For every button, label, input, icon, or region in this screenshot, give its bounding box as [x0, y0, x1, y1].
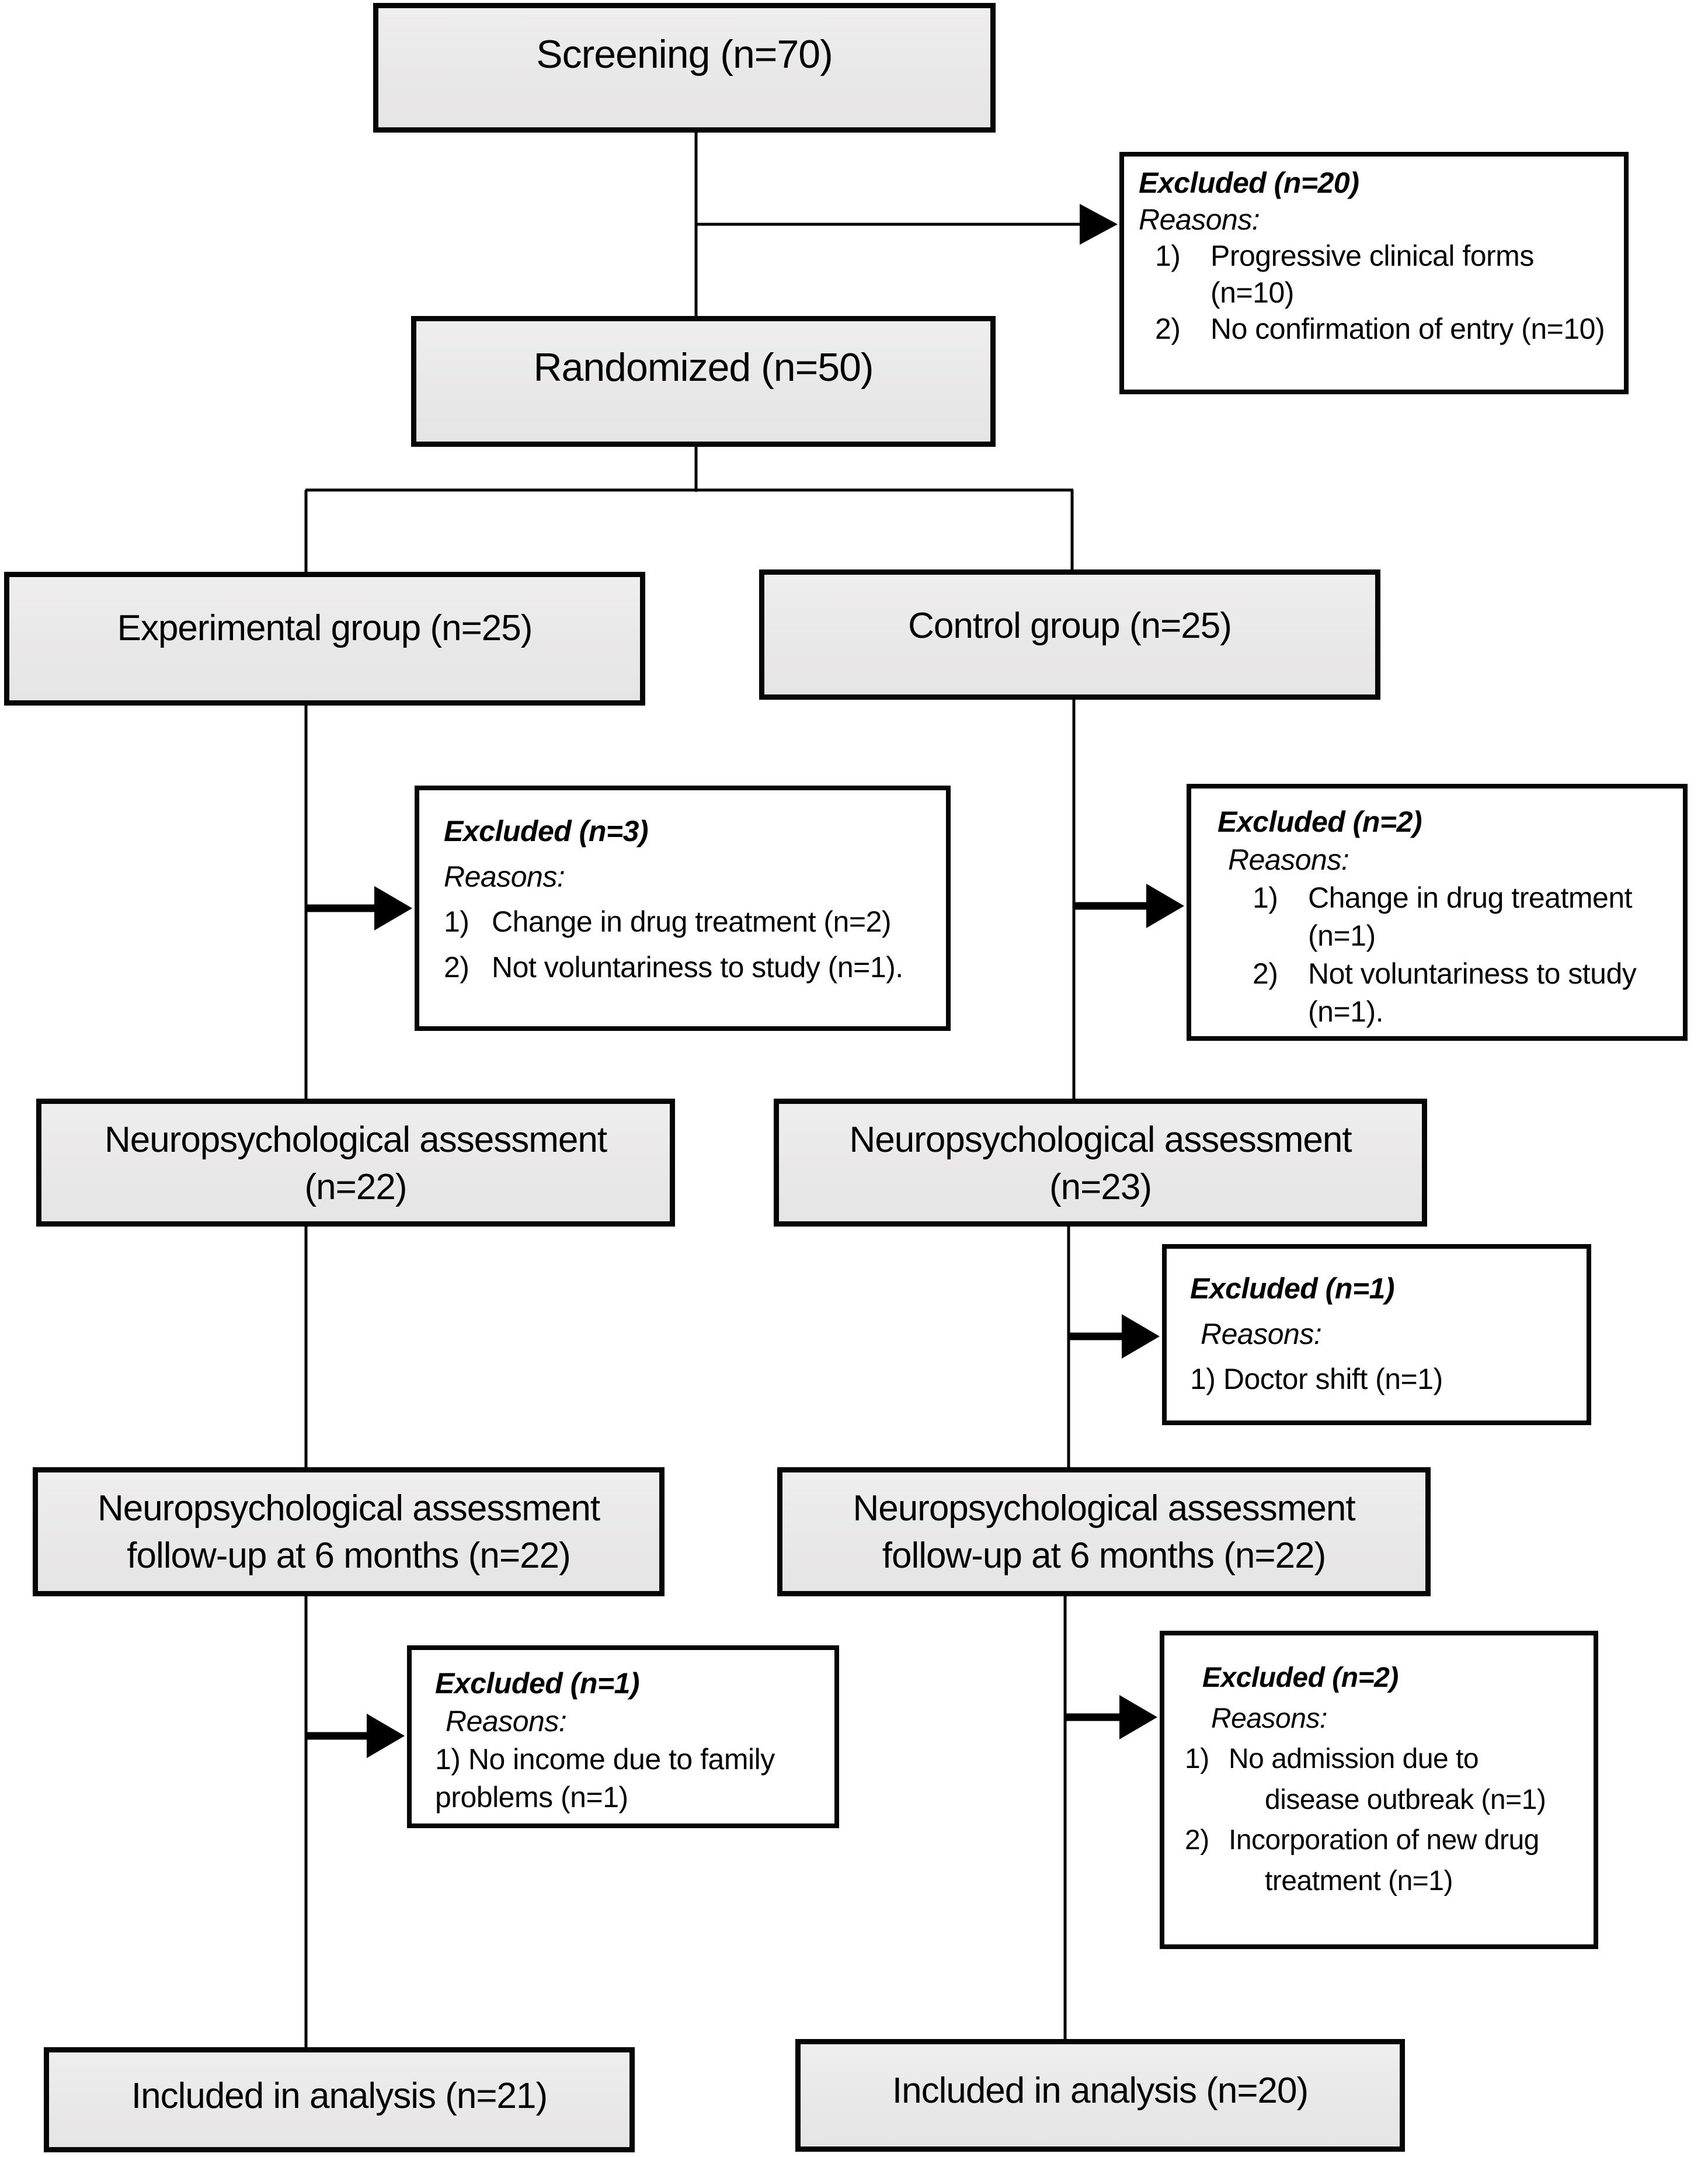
followup-exp-line2: follow-up at 6 months (n=22) [127, 1535, 571, 1576]
excluded-doctor-box: Excluded (n=1) Reasons: 1) Doctor shift … [1162, 1244, 1591, 1425]
item-text: Not voluntariness to study (n=1). [1308, 957, 1637, 1028]
neuro-assessment-exp-line1: Neuropsychological assessment [104, 1120, 607, 1160]
control-group-label: Control group (n=25) [908, 606, 1232, 646]
excluded-doctor-title: Excluded (n=1) [1190, 1272, 1395, 1305]
arrowhead-excluded-family [367, 1714, 405, 1758]
excluded-experimental-title: Excluded (n=3) [444, 815, 649, 847]
excluded-control-box: Excluded (n=2) Reasons: 1) Change in dru… [1187, 784, 1688, 1041]
included-analysis-exp-box: Included in analysis (n=21) [44, 2047, 635, 2152]
excluded-screening-box: Excluded (n=20) Reasons: 1) Progressive … [1119, 152, 1629, 394]
item-text-line1: No admission due to [1229, 1743, 1479, 1775]
screening-label: Screening (n=70) [536, 32, 833, 77]
excluded-doctor-reasons: Reasons: [1201, 1317, 1322, 1350]
excluded-screening-reasons: Reasons: [1139, 203, 1260, 236]
screening-box: Screening (n=70) [373, 3, 996, 133]
randomized-box: Randomized (n=50) [411, 316, 996, 447]
item-number: 1) [1155, 239, 1181, 272]
excluded-bottom-reasons: Reasons: [1211, 1703, 1327, 1734]
excluded-bottom-title: Excluded (n=2) [1202, 1662, 1399, 1693]
excluded-experimental-reasons: Reasons: [444, 860, 565, 893]
arrowhead-excluded-top [1080, 204, 1118, 245]
neuro-assessment-exp-box: Neuropsychological assessment (n=22) [36, 1099, 675, 1227]
arrowhead-excluded-bottom [1119, 1695, 1157, 1739]
excluded-bottom-item1: 1) No admission due to disease outbreak … [1185, 1739, 1583, 1820]
neuro-assessment-exp-line2: (n=22) [304, 1166, 408, 1207]
item-text: Not voluntariness to study (n=1). [492, 950, 903, 984]
experimental-group-label: Experimental group (n=25) [117, 608, 533, 648]
item-number: 2) [1185, 1825, 1209, 1856]
item-text: Change in drug treatment (n=2) [492, 905, 892, 938]
excluded-screening-title: Excluded (n=20) [1139, 166, 1359, 199]
neuro-assessment-ctrl-line2: (n=23) [1049, 1166, 1152, 1207]
followup-ctrl-box: Neuropsychological assessment follow-up … [777, 1467, 1431, 1596]
included-analysis-ctrl-box: Included in analysis (n=20) [795, 2039, 1405, 2152]
excluded-control-reasons: Reasons: [1228, 843, 1349, 876]
item-text: Progressive clinical forms (n=10) [1210, 239, 1534, 309]
item-number: 1) [1185, 1743, 1209, 1775]
item-number: 2) [1155, 312, 1181, 345]
experimental-group-box: Experimental group (n=25) [4, 572, 645, 706]
item-text: No confirmation of entry (n=10) [1210, 312, 1605, 345]
control-group-box: Control group (n=25) [759, 569, 1380, 700]
excluded-bottom-box: Excluded (n=2) Reasons: 1) No admission … [1160, 1631, 1598, 1949]
item-text-line2: disease outbreak (n=1) [1265, 1784, 1546, 1815]
neuro-assessment-ctrl-box: Neuropsychological assessment (n=23) [774, 1099, 1427, 1227]
excluded-control-item2: 2) Not voluntariness to study (n=1). [1217, 955, 1674, 1031]
excluded-family-reasons: Reasons: [446, 1705, 567, 1738]
neuro-assessment-ctrl-line1: Neuropsychological assessment [849, 1120, 1352, 1160]
arrowhead-excluded-ctrl [1146, 884, 1184, 928]
included-analysis-exp-label: Included in analysis (n=21) [131, 2076, 548, 2116]
followup-ctrl-line2: follow-up at 6 months (n=22) [882, 1535, 1326, 1576]
item-number: 2) [444, 950, 469, 984]
excluded-family-item1: 1) No income due to family problems (n=1… [435, 1743, 775, 1814]
excluded-control-title: Excluded (n=2) [1217, 805, 1422, 838]
followup-ctrl-line1: Neuropsychological assessment [853, 1488, 1355, 1529]
excluded-control-item1: 1) Change in drug treatment (n=1) [1217, 879, 1674, 955]
excluded-experimental-item2: 2) Not voluntariness to study (n=1). [444, 945, 937, 991]
arrowhead-excluded-doctor [1122, 1314, 1160, 1359]
excluded-family-title: Excluded (n=1) [435, 1667, 640, 1700]
item-text: No admission due to disease outbreak (n=… [1229, 1739, 1546, 1820]
included-analysis-ctrl-label: Included in analysis (n=20) [892, 2071, 1309, 2111]
followup-exp-box: Neuropsychological assessment follow-up … [33, 1467, 665, 1596]
item-text: Change in drug treatment (n=1) [1308, 881, 1633, 952]
excluded-doctor-item1: 1) Doctor shift (n=1) [1190, 1363, 1443, 1395]
item-number: 2) [1253, 957, 1278, 990]
excluded-experimental-item1: 1) Change in drug treatment (n=2) [444, 899, 937, 945]
excluded-experimental-box: Excluded (n=3) Reasons: 1) Change in dru… [415, 786, 951, 1031]
excluded-family-box: Excluded (n=1) Reasons: 1) No income due… [407, 1645, 839, 1828]
item-number: 1) [1253, 881, 1278, 914]
excluded-bottom-item2: 2) Incorporation of new drug treatment (… [1185, 1820, 1583, 1901]
arrowhead-excluded-exp [374, 886, 412, 930]
item-text-line2: treatment (n=1) [1265, 1865, 1453, 1897]
item-number: 1) [444, 905, 469, 938]
randomized-label: Randomized (n=50) [533, 345, 874, 390]
excluded-screening-item2: 2) No confirmation of entry (n=10) [1139, 311, 1612, 348]
item-text: Incorporation of new drug treatment (n=1… [1229, 1820, 1539, 1901]
item-text-line1: Incorporation of new drug [1229, 1825, 1539, 1856]
followup-exp-line1: Neuropsychological assessment [97, 1488, 600, 1529]
excluded-screening-item1: 1) Progressive clinical forms (n=10) [1139, 238, 1612, 311]
